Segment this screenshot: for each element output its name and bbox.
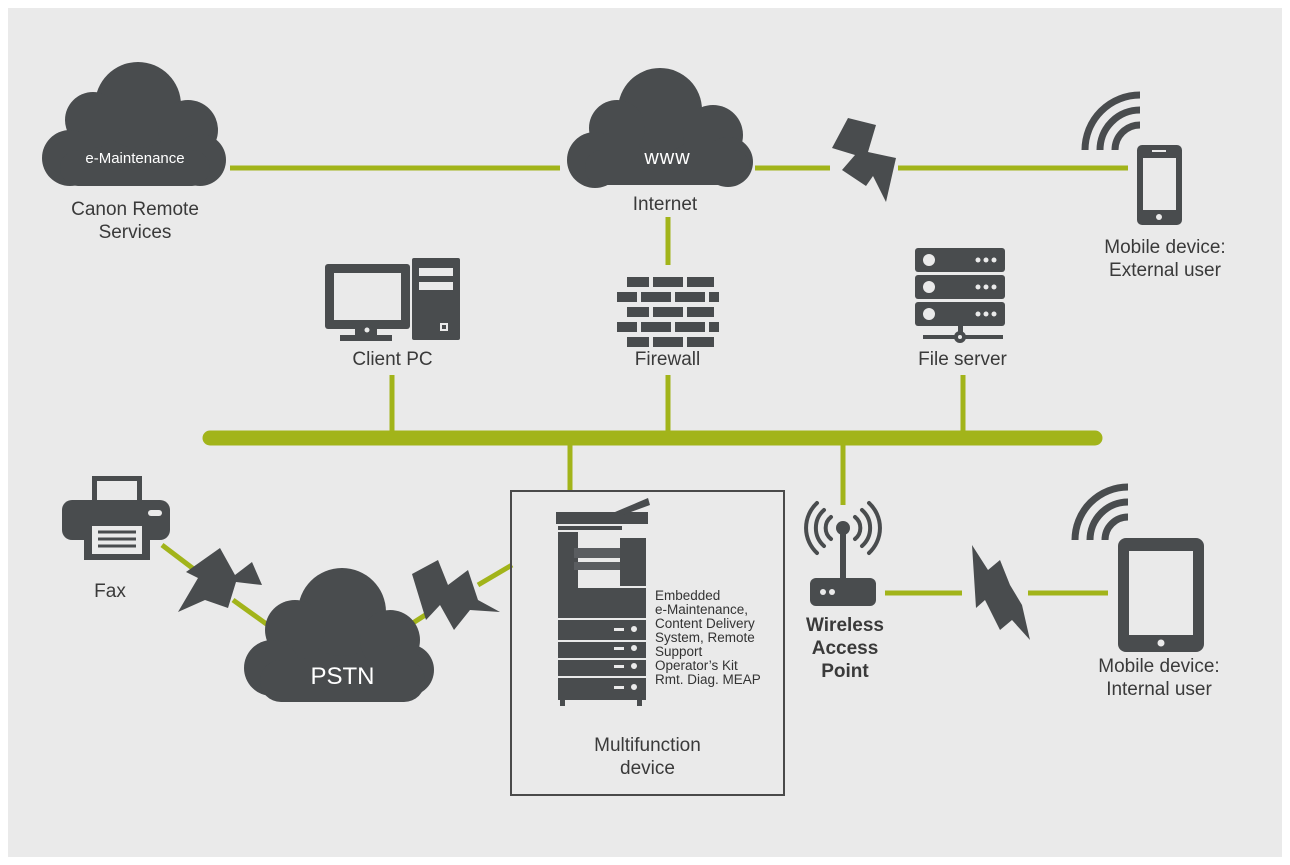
- internet-cloud-icon: [567, 68, 753, 188]
- mfd-embedded-line: Embedded: [655, 588, 721, 603]
- mobile-internal-label: Mobile device: Internal user: [1074, 655, 1244, 701]
- canon-cloud-text: e-Maintenance: [85, 150, 185, 167]
- link-fax-bolt: [160, 543, 197, 572]
- client-pc-icon: [325, 258, 460, 341]
- mfd-embedded-line: e-Maintenance,: [655, 602, 749, 617]
- lightning-bolt-icon: [972, 545, 1030, 640]
- firewall-icon: [617, 277, 719, 347]
- canon-cloud-icon: [42, 62, 226, 186]
- multifunction-device-icon: [556, 498, 650, 706]
- mfd-embedded-line: Operator’s Kit: [655, 658, 738, 673]
- file-server-icon: [915, 248, 1005, 343]
- lightning-bolt-icon: [412, 560, 500, 630]
- fax-icon: [62, 476, 170, 560]
- lightning-bolt-icon: [832, 118, 896, 202]
- mfd-embedded-line: Content Delivery: [655, 616, 755, 631]
- pstn-cloud-text: PSTN: [310, 663, 375, 690]
- mfd-embedded-line: Rmt. Diag. MEAP: [655, 672, 761, 687]
- wap-label-line1: Wireless: [806, 615, 884, 636]
- mobile-external-label-line1: Mobile device:: [1104, 237, 1226, 258]
- mobile-external-label: Mobile device: External user: [1080, 236, 1250, 282]
- multifunction-device-frame: [510, 490, 785, 796]
- wap-label-line3: Point: [821, 661, 869, 682]
- wireless-access-point-label: Wireless Access Point: [795, 614, 895, 683]
- tablet-icon: [1118, 538, 1204, 652]
- internet-label: Internet: [632, 194, 698, 215]
- wifi-signal-icon: [1081, 91, 1141, 151]
- mfd-embedded-text: Embedded e-Maintenance, Content Delivery…: [655, 589, 775, 687]
- link-bolt-mfd: [476, 562, 514, 588]
- mfd-embedded-line: System, Remote: [655, 630, 755, 645]
- link-bolt-pstn: [231, 597, 274, 631]
- file-server-label: File server: [918, 349, 1007, 370]
- mobile-external-label-line2: External user: [1109, 260, 1221, 281]
- wireless-access-point-icon: [804, 501, 882, 606]
- internet-cloud-text: www: [644, 147, 691, 169]
- mobile-internal-label-line2: Internal user: [1106, 679, 1212, 700]
- mobile-internal-label-line1: Mobile device:: [1098, 656, 1220, 677]
- mfd-embedded-line: Support: [655, 644, 703, 659]
- client-pc-label: Client PC: [352, 349, 433, 370]
- canon-remote-services-label: Canon Remote Services: [71, 199, 199, 243]
- phone-icon: [1137, 145, 1182, 225]
- fax-label: Fax: [94, 581, 126, 602]
- wap-label-line2: Access: [811, 638, 879, 659]
- firewall-label: Firewall: [634, 349, 701, 370]
- multifunction-device-label: Multifunction device: [594, 735, 701, 779]
- wifi-signal-icon: [1071, 483, 1129, 541]
- pstn-cloud-icon: [244, 568, 434, 702]
- lightning-bolt-icon: [178, 548, 262, 612]
